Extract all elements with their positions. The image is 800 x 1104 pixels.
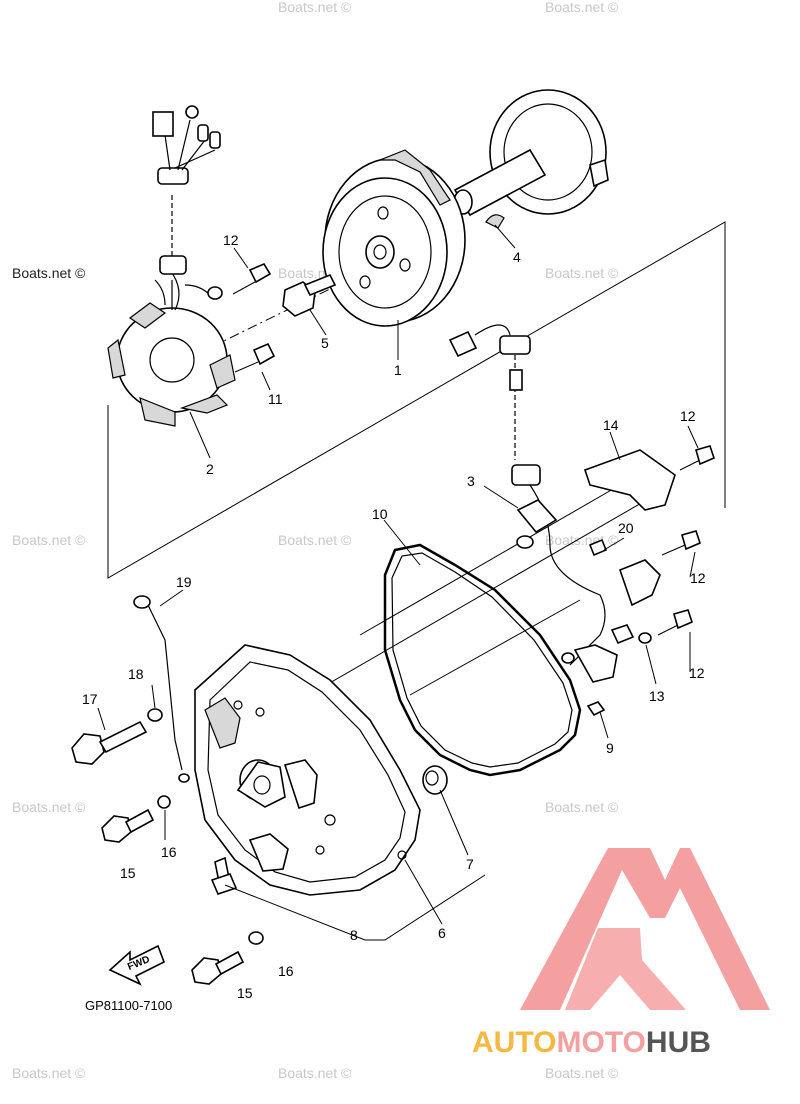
brand-part-1: AUTO [472,1026,556,1059]
forward-arrow-icon: FWD [108,944,166,986]
diagram-code: GP81100-7100 [85,998,172,1013]
callout-18: 18 [128,666,144,682]
flywheel-rotor [322,149,466,327]
callout-8: 8 [350,927,358,943]
watermark: Boats.net © [278,0,352,15]
callout-14: 14 [603,417,619,433]
callout-2: 2 [206,461,214,477]
watermark: Boats.net © [545,0,619,15]
callout-1: 1 [394,362,402,378]
callout-12: 12 [680,408,696,424]
watermark: Boats.net © [12,799,86,815]
washer-16-upper [157,795,171,809]
washer-16-lower [248,931,264,945]
callout-16: 16 [161,844,177,860]
bolt-15-lower [191,950,245,985]
brand-part-2: MOTO [556,1026,645,1059]
crankshaft-rotor-boss [453,89,609,229]
callout-6: 6 [438,925,446,941]
bolt-11 [234,342,276,373]
crankcase-cover [194,644,421,896]
callout-5: 5 [321,335,329,351]
lead-holder-plate [583,449,676,511]
callout-10: 10 [372,506,388,522]
callout-3: 3 [467,473,475,489]
ground-lead-19 [133,595,190,783]
watermark: Boats.net © [545,532,619,548]
dowel-pin-9 [586,701,606,717]
callout-13: 13 [649,688,665,704]
callout-7: 7 [466,856,474,872]
stator-assembly [107,269,236,427]
brand-logo [520,848,770,1010]
watermark: Boats.net © [545,799,619,815]
callout-11: 11 [268,391,283,407]
callout-19: 19 [176,574,192,590]
callout-15: 15 [237,985,253,1001]
flywheel-nut [282,273,337,317]
brand-wordmark: AUTOMOTOHUB [472,1026,711,1059]
callout-16: 16 [278,963,294,979]
bolt-12-upper-left [232,262,272,295]
bolt-12-right [657,445,715,636]
watermark: Boats.net © [278,1065,352,1081]
callout-20: 20 [618,520,634,536]
axis-line-gasket [409,599,581,696]
axis-line-mid [359,484,621,636]
brand-part-3: HUB [646,1026,711,1059]
assembly-frame [107,221,726,579]
callout-9: 9 [606,740,614,756]
callout-12: 12 [689,665,705,681]
callout-12: 12 [223,232,239,248]
bolt-17 [71,720,148,765]
bolt-15-upper [101,808,155,843]
watermark: Boats.net © [278,532,352,548]
pickup-coil-harness [448,324,661,683]
watermark: Boats.net © [12,265,86,281]
watermark: Boats.net © [545,265,619,281]
bushing-7 [422,765,448,795]
watermarks: Boats.net © Boats.net © Boats.net © Boat… [12,0,619,1081]
callout-4: 4 [513,249,521,265]
callout-12: 12 [690,570,706,586]
watermark: Boats.net © [12,1065,86,1081]
leader-lines [97,224,699,941]
callout-labels: 1 2 3 4 5 6 7 8 9 10 11 12 12 12 12 13 1… [82,232,706,1001]
watermark: Boats.net © [545,1065,619,1081]
watermark: Boats.net © [12,532,86,548]
callout-17: 17 [82,691,98,707]
cover-gasket [383,543,582,777]
grommet-13 [638,632,652,644]
stator-harness [152,105,223,310]
washer-18 [147,708,163,722]
callout-15: 15 [120,865,136,881]
fitting-8 [210,856,238,895]
